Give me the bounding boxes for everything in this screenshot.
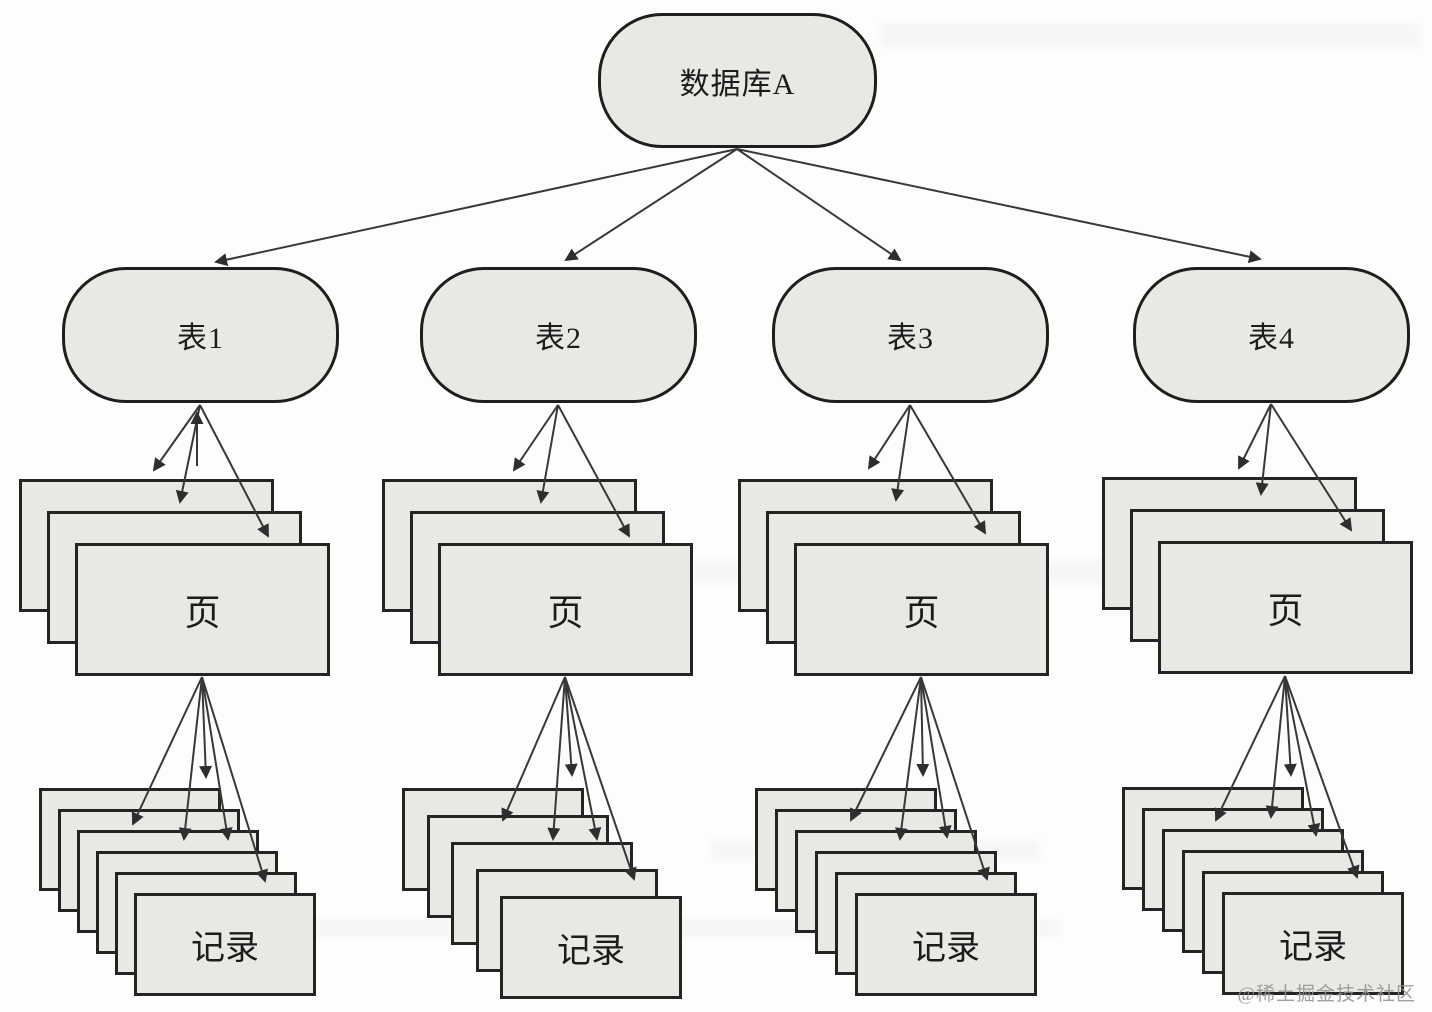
arrow (199, 676, 213, 779)
page-label: 页 (1267, 590, 1304, 631)
record-label: 记录 (191, 930, 259, 967)
page-front-sheet: 页 (1158, 541, 1413, 674)
node-table-3-label: 表3 (887, 322, 934, 355)
page-label: 页 (903, 592, 940, 633)
record-front-sheet: 记录 (1222, 892, 1404, 995)
page-front-sheet: 页 (75, 543, 330, 676)
record-front-sheet: 记录 (134, 893, 316, 996)
record-label: 记录 (1279, 929, 1347, 966)
node-table-1-label: 表1 (177, 322, 224, 355)
arrow-root-table3 (736, 148, 902, 262)
node-table-2: 表2 (420, 267, 697, 403)
arrow (152, 404, 201, 472)
arrow (916, 676, 930, 777)
page-label: 页 (184, 592, 221, 633)
record-label: 记录 (557, 933, 625, 970)
node-database-a-label: 数据库A (679, 67, 796, 101)
watermark: @稀土掘金技术社区 (1237, 984, 1416, 1005)
arrow-root-table2 (564, 148, 738, 262)
arrow (564, 676, 578, 777)
arrow (1238, 403, 1272, 470)
node-table-2-label: 表2 (535, 322, 582, 355)
scan-bleedthrough (880, 22, 1420, 48)
page-front-sheet: 页 (794, 543, 1049, 676)
arrow-root-table4 (736, 148, 1262, 264)
arrow (512, 404, 559, 472)
arrow (867, 404, 911, 470)
page-label: 页 (547, 592, 584, 633)
arrow-root-table1 (214, 148, 738, 267)
record-front-sheet: 记录 (500, 896, 682, 999)
arrow (1283, 675, 1297, 777)
arrows-root-to-tables (214, 148, 1262, 267)
record-front-sheet: 记录 (855, 893, 1037, 996)
page-front-sheet: 页 (438, 543, 693, 676)
node-table-1: 表1 (62, 267, 339, 403)
node-table-4: 表4 (1133, 267, 1410, 403)
node-database-a: 数据库A (598, 13, 877, 148)
record-label: 记录 (912, 930, 980, 967)
node-table-4-label: 表4 (1248, 322, 1295, 355)
node-table-3: 表3 (772, 267, 1049, 403)
